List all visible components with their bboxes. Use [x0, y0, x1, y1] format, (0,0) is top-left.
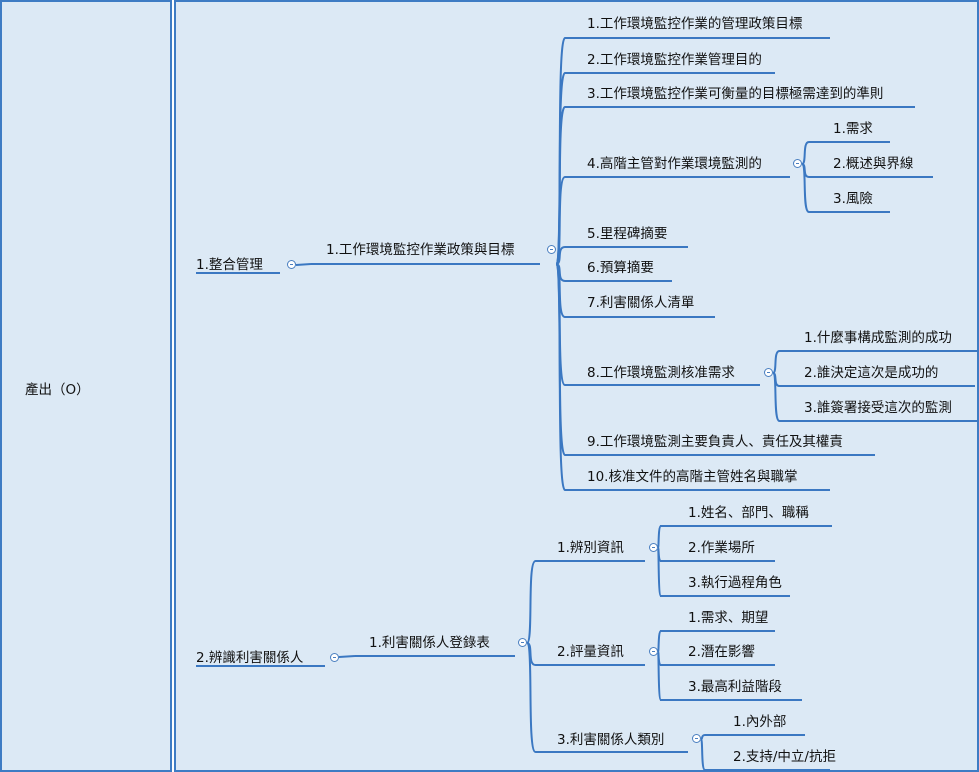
connector-branch — [801, 163, 812, 213]
topic-a4-3[interactable]: 3.風險 — [833, 191, 873, 207]
connector-branch — [526, 560, 540, 644]
collapse-toggle-icon[interactable] — [692, 734, 701, 743]
row-header-label: 產出（O） — [25, 382, 90, 398]
collapse-toggle-icon[interactable] — [649, 647, 658, 656]
topic-a8-2[interactable]: 2.誰決定這次是成功的 — [804, 365, 939, 381]
collapse-toggle-icon[interactable] — [793, 159, 802, 168]
topic-a4-2[interactable]: 2.概述與界線 — [833, 156, 914, 172]
topic-a4[interactable]: 4.高階主管對作業環境監測的 — [587, 156, 762, 172]
collapse-toggle-icon[interactable] — [518, 638, 527, 647]
topic-a9[interactable]: 9.工作環境監測主要負責人、責任及其權責 — [587, 434, 843, 450]
connector-branch — [700, 738, 706, 771]
topic-b2[interactable]: 2.評量資訊 — [557, 644, 624, 660]
connector-branch — [772, 372, 782, 422]
topic-b1-1[interactable]: 1.姓名、部門、職稱 — [688, 505, 809, 521]
connector-branch — [657, 630, 662, 653]
topic-n2-1[interactable]: 1.利害關係人登錄表 — [369, 635, 490, 651]
connector-branch — [555, 37, 570, 265]
topic-n2[interactable]: 2.辨識利害關係人 — [196, 650, 304, 666]
topic-n1[interactable]: 1.整合管理 — [196, 257, 263, 273]
topic-b3-2[interactable]: 2.支持/中立/抗拒 — [733, 749, 836, 765]
connector-branch — [555, 72, 570, 265]
topic-n1-1[interactable]: 1.工作環境監控作業政策與目標 — [326, 242, 515, 258]
connector-branch — [657, 525, 662, 549]
connector-branch — [700, 734, 706, 740]
connector-branch — [555, 106, 570, 265]
topic-b2-2[interactable]: 2.潛在影響 — [688, 644, 755, 660]
topic-b1-3[interactable]: 3.執行過程角色 — [688, 575, 782, 591]
topic-a3[interactable]: 3.工作環境監控作業可衡量的目標極需達到的準則 — [587, 86, 884, 102]
topic-a8[interactable]: 8.工作環境監測核准需求 — [587, 365, 735, 381]
topic-b2-3[interactable]: 3.最高利益階段 — [688, 679, 782, 695]
collapse-toggle-icon[interactable] — [287, 260, 296, 269]
connector-branch — [657, 547, 662, 597]
collapse-toggle-icon[interactable] — [330, 653, 339, 662]
topic-a2[interactable]: 2.工作環境監控作業管理目的 — [587, 52, 762, 68]
collapse-toggle-icon[interactable] — [649, 543, 658, 552]
connector-branch — [772, 350, 782, 374]
connector-branch — [526, 642, 540, 753]
topic-a4-1[interactable]: 1.需求 — [833, 121, 873, 137]
connector-branch — [657, 651, 662, 701]
connector-branch — [555, 263, 570, 491]
topic-a6[interactable]: 6.預算摘要 — [587, 260, 654, 276]
topic-a8-3[interactable]: 3.誰簽署接受這次的監測 — [804, 400, 952, 416]
left-cell — [0, 0, 172, 772]
connector-branch — [555, 176, 570, 265]
topic-a7[interactable]: 7.利害關係人清單 — [587, 295, 695, 311]
topic-b2-1[interactable]: 1.需求、期望 — [688, 610, 769, 626]
connector-branch — [801, 141, 812, 165]
topic-a5[interactable]: 5.里程碑摘要 — [587, 226, 668, 242]
topic-b1-2[interactable]: 2.作業場所 — [688, 540, 755, 556]
collapse-toggle-icon[interactable] — [547, 245, 556, 254]
connector-branch — [295, 263, 312, 266]
topic-b1[interactable]: 1.辨別資訊 — [557, 540, 624, 556]
topic-a10[interactable]: 10.核准文件的高階主管姓名與職掌 — [587, 469, 798, 485]
topic-a1[interactable]: 1.工作環境監控作業的管理政策目標 — [587, 16, 803, 32]
collapse-toggle-icon[interactable] — [764, 368, 773, 377]
topic-b3-1[interactable]: 1.內外部 — [733, 714, 787, 730]
connector-branch — [338, 655, 356, 658]
topic-b3[interactable]: 3.利害關係人類別 — [557, 732, 665, 748]
topic-a8-1[interactable]: 1.什麼事構成監測的成功 — [804, 330, 952, 346]
